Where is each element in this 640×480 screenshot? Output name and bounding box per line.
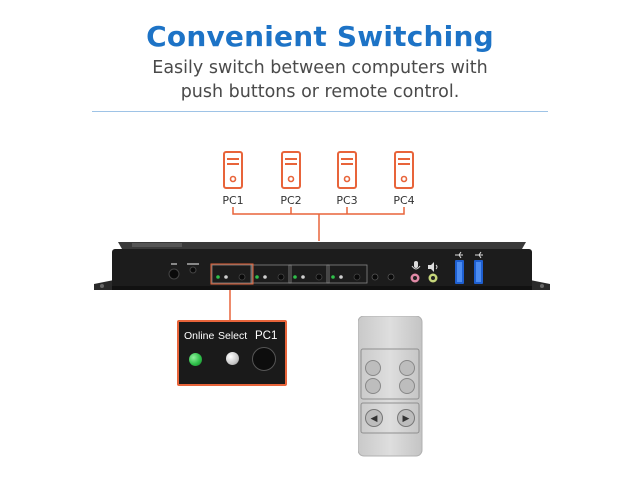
front-panel-zoom: Online Select PC1 <box>177 320 287 386</box>
speaker-icon <box>428 262 438 272</box>
remote-button-3[interactable] <box>365 378 381 394</box>
pc2-label: PC2 <box>280 194 302 207</box>
page-title: Convenient Switching <box>146 20 494 53</box>
remote-left-arrow-icon[interactable]: ◀ <box>365 409 383 427</box>
remote-button-1[interactable] <box>365 360 381 376</box>
pc4-label: PC4 <box>393 194 415 207</box>
online-label: Online <box>184 330 215 342</box>
subtitle-line-1: Easily switch between computers with <box>152 58 488 78</box>
usb-icon <box>455 251 483 259</box>
microphone-icon <box>411 261 421 270</box>
online-led <box>189 353 202 366</box>
pc1-port-label: PC1 <box>255 330 278 342</box>
pc2-computer: PC2 <box>271 150 311 207</box>
pc1-select-button[interactable] <box>252 347 276 371</box>
pc1-label: PC1 <box>222 194 244 207</box>
remote-right-arrow-icon[interactable]: ▶ <box>397 409 415 427</box>
desktop-tower-icon <box>337 151 357 189</box>
subtitle-line-2: push buttons or remote control. <box>180 82 460 102</box>
divider <box>92 111 548 112</box>
select-led <box>226 352 239 365</box>
kvm-switch-device <box>94 242 550 290</box>
pc3-computer: PC3 <box>327 150 367 207</box>
select-label: Select <box>218 330 248 342</box>
pc4-computer: PC4 <box>384 150 424 207</box>
pc1-computer: PC1 <box>213 150 253 207</box>
remote-button-2[interactable] <box>399 360 415 376</box>
desktop-tower-icon <box>394 151 414 189</box>
pc3-label: PC3 <box>336 194 358 207</box>
remote-button-4[interactable] <box>399 378 415 394</box>
desktop-tower-icon <box>223 151 243 189</box>
desktop-tower-icon <box>281 151 301 189</box>
